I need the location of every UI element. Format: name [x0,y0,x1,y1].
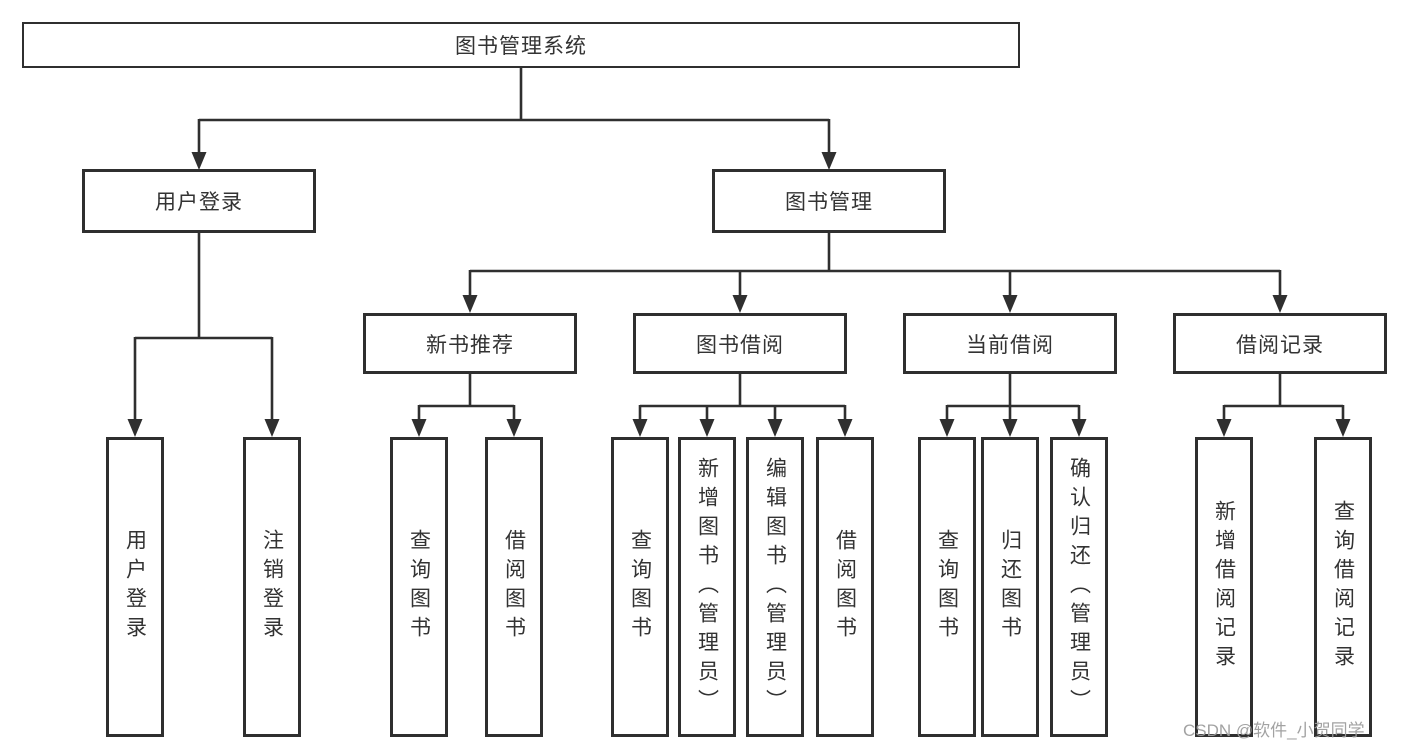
node-user-login: 用户登录 [82,169,316,233]
node-new-book-recommend-label: 新书推荐 [426,333,514,357]
leaf-user-login: 用户登录 [106,437,164,737]
csdn-watermark: CSDN @软件_小贺同学 [1183,721,1365,740]
node-current-borrow-label: 当前借阅 [966,333,1054,357]
leaf-borrow-books-borrow: 借阅图书 [816,437,874,737]
node-book-borrow: 图书借阅 [633,313,847,374]
node-book-management-label: 图书管理 [785,191,873,214]
leaf-query-books-borrow-label: 查询图书 [628,529,652,645]
leaf-add-books-admin: 新增图书（管理员） [678,437,736,737]
leaf-return-books-label: 归还图书 [998,529,1022,645]
leaf-query-books-current-label: 查询图书 [935,529,959,645]
node-new-book-recommend: 新书推荐 [363,313,577,374]
node-library-system-label: 图书管理系统 [455,35,587,58]
leaf-add-books-admin-label: 新增图书（管理员） [695,456,719,718]
node-book-management: 图书管理 [712,169,946,233]
leaf-borrow-books-recommend: 借阅图书 [485,437,543,737]
leaf-user-login-label: 用户登录 [123,529,147,645]
leaf-add-borrow-record-label: 新增借阅记录 [1212,500,1236,674]
node-book-borrow-label: 图书借阅 [696,333,784,357]
leaf-query-books-recommend: 查询图书 [390,437,448,737]
leaf-confirm-return-admin: 确认归还（管理员） [1050,437,1108,737]
node-borrow-records: 借阅记录 [1173,313,1387,374]
leaf-add-borrow-record: 新增借阅记录 [1195,437,1253,737]
leaf-query-books-current: 查询图书 [918,437,976,737]
leaf-query-borrow-record: 查询借阅记录 [1314,437,1372,737]
leaf-query-borrow-record-label: 查询借阅记录 [1331,500,1355,674]
leaf-confirm-return-admin-label: 确认归还（管理员） [1067,456,1091,718]
node-user-login-label: 用户登录 [155,191,243,214]
leaf-logout-login-label: 注销登录 [260,529,284,645]
node-borrow-records-label: 借阅记录 [1236,333,1324,357]
leaf-edit-books-admin: 编辑图书（管理员） [746,437,804,737]
node-library-system: 图书管理系统 [22,22,1020,68]
leaf-borrow-books-recommend-label: 借阅图书 [502,529,526,645]
leaf-query-books-borrow: 查询图书 [611,437,669,737]
leaf-query-books-recommend-label: 查询图书 [407,529,431,645]
leaf-return-books: 归还图书 [981,437,1039,737]
node-current-borrow: 当前借阅 [903,313,1117,374]
leaf-logout-login: 注销登录 [243,437,301,737]
leaf-borrow-books-borrow-label: 借阅图书 [833,529,857,645]
leaf-edit-books-admin-label: 编辑图书（管理员） [763,456,787,718]
